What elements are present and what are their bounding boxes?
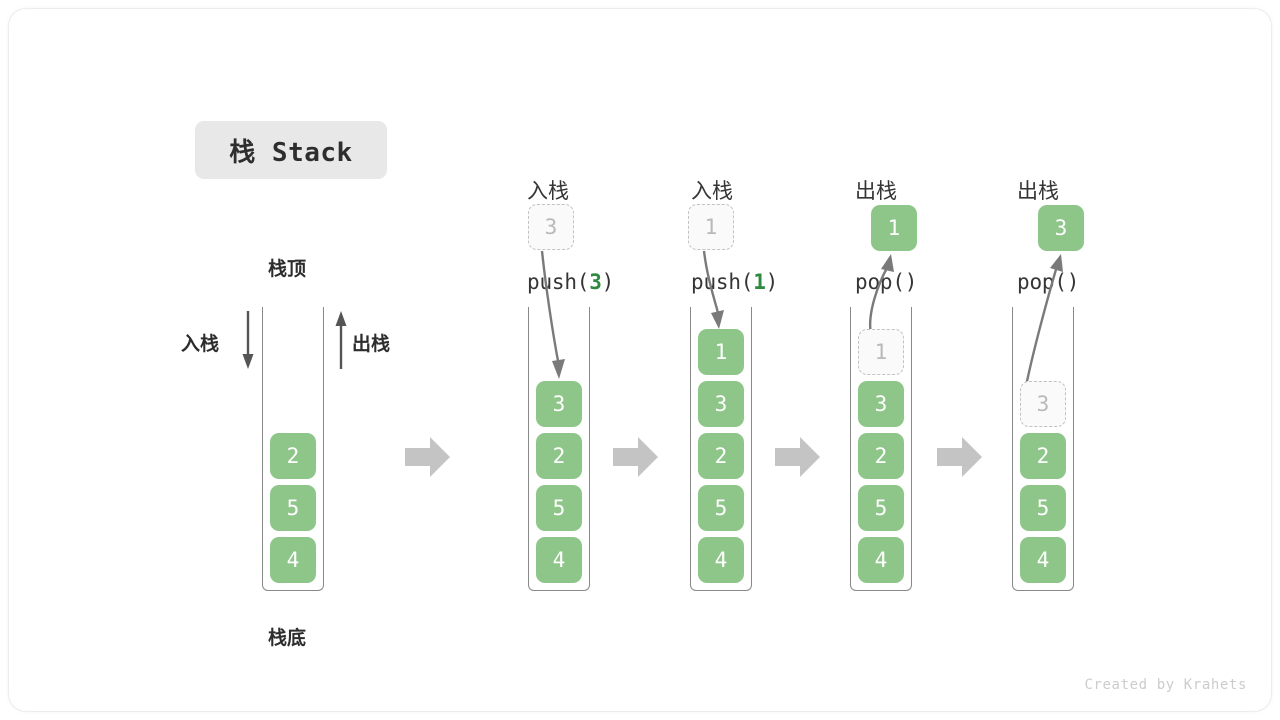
- floating-cell: 1: [871, 205, 917, 251]
- push-down-arrow-icon: [242, 311, 254, 369]
- stack-bottom-label: 栈底: [268, 627, 307, 649]
- stack-cell: 5: [698, 485, 744, 531]
- push-connector-arrow-icon: [702, 250, 724, 329]
- stage-push-1: 入栈 push(1) 1 1 3 2 5 4: [9, 9, 1271, 711]
- push-connector-arrow-icon: [540, 250, 565, 379]
- stack-cell: 4: [1020, 537, 1066, 583]
- pop-up-arrow-icon: [335, 311, 347, 369]
- stack-cell: 2: [858, 433, 904, 479]
- stage-stack-cells: 1 3 2 5 4: [857, 307, 905, 585]
- stage-op-code: pop(): [1017, 270, 1080, 295]
- stack-cell: 4: [536, 537, 582, 583]
- stage-stack-cells: 3 2 5 4: [1019, 307, 1067, 585]
- stage-pop-3: 出栈 pop() 3 3 2 5 4: [9, 9, 1271, 711]
- watermark: Created by Krahets: [1084, 677, 1247, 693]
- stack-cell: 5: [1020, 485, 1066, 531]
- title-badge: 栈 Stack: [195, 121, 387, 179]
- stage-op-cjk: 出栈: [1017, 178, 1059, 203]
- stage-caption: 出栈 pop(): [1017, 115, 1079, 359]
- left-stack-container: [262, 307, 324, 591]
- stage-push-3: 入栈 push(3) 3 3 2 5 4: [9, 9, 1271, 711]
- stage-op-cjk: 入栈: [691, 178, 733, 203]
- stage-stack-cells: 3 2 5 4: [535, 307, 583, 585]
- diagram-card: 栈 Stack 栈顶 入栈 出栈 2 5 4 栈底: [8, 8, 1272, 712]
- transition-arrow: [613, 437, 658, 477]
- stage-caption: 入栈 push(1): [691, 115, 778, 359]
- stack-cell: 2: [536, 433, 582, 479]
- stage-caption: 入栈 push(3): [527, 115, 614, 359]
- stage-op-cjk: 出栈: [855, 178, 897, 203]
- transition-arrow: [405, 437, 450, 477]
- left-stack-cells: 2 5 4: [269, 307, 317, 585]
- stack-cell: 5: [270, 485, 316, 531]
- stack-cell: 1: [698, 329, 744, 375]
- transition-arrow: [775, 437, 820, 477]
- pop-connector-arrow-icon: [1024, 254, 1063, 387]
- stack-cell: 2: [698, 433, 744, 479]
- stack-cell-popped: 3: [1020, 381, 1066, 427]
- stack-cell: 3: [536, 381, 582, 427]
- stack-cell: 5: [536, 485, 582, 531]
- stage-op-cjk: 入栈: [527, 178, 569, 203]
- pop-label: 出栈: [352, 333, 391, 355]
- stage-caption: 出栈 pop(): [855, 115, 917, 359]
- stage-stack-container: [850, 307, 912, 591]
- stage-op-code: push(3): [527, 270, 615, 295]
- stage-op-code: push(1): [691, 270, 779, 295]
- stack-cell: 2: [270, 433, 316, 479]
- pop-connector-arrow-icon: [869, 254, 894, 335]
- stage-stack-container: [528, 307, 590, 591]
- stage-stack-cells: 1 3 2 5 4: [697, 307, 745, 585]
- stage-pop-1: 出栈 pop() 1 1 3 2 5 4: [9, 9, 1271, 711]
- stack-cell: 5: [858, 485, 904, 531]
- floating-cell: 3: [528, 204, 574, 250]
- stage-stack-container: [1012, 307, 1074, 591]
- stack-cell: 4: [270, 537, 316, 583]
- title-badge-label: 栈 Stack: [229, 137, 353, 168]
- stack-cell: 4: [858, 537, 904, 583]
- transition-arrow: [937, 437, 982, 477]
- floating-cell: 3: [1038, 205, 1084, 251]
- stage-stack-container: [690, 307, 752, 591]
- stage-op-code: pop(): [855, 270, 918, 295]
- stack-cell: 3: [858, 381, 904, 427]
- floating-cell: 1: [688, 204, 734, 250]
- left-stack-diagram: 栈顶 入栈 出栈 2 5 4 栈底: [9, 9, 1271, 711]
- stack-cell: 4: [698, 537, 744, 583]
- stack-cell: 2: [1020, 433, 1066, 479]
- stack-cell: 3: [698, 381, 744, 427]
- stack-top-label: 栈顶: [268, 258, 307, 280]
- push-label: 入栈: [181, 333, 220, 355]
- stack-cell-popped: 1: [858, 329, 904, 375]
